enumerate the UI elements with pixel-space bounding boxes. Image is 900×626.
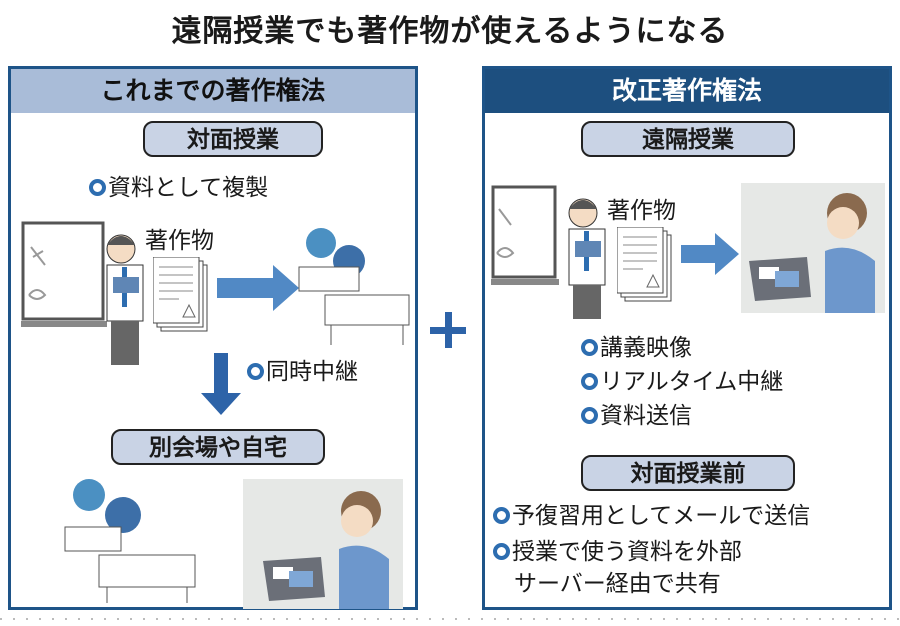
revised-copyright-law-panel: 改正著作権法 遠隔授業 著作物 講義映像 リアルタイム中継 資料送 (482, 66, 892, 610)
bullet-material-transmission: 資料送信 (581, 401, 692, 431)
infographic-title: 遠隔授業でも著作物が使えるようになる (171, 14, 729, 49)
arrow-right-icon (217, 265, 299, 311)
bullet-text: 資料として複製 (108, 175, 269, 201)
panel-header-revised-law: 改正著作権法 (485, 69, 889, 113)
bullet-email-review: 予復習用としてメールで送信 (493, 501, 810, 531)
document-stack-icon (153, 257, 208, 332)
panel-header-old-law: これまでの著作権法 (11, 69, 415, 113)
bullet-external-server-share-cont: サーバー経由で共有 (514, 571, 721, 597)
circle-ok-icon (247, 363, 264, 380)
section-before-face-to-face: 対面授業前 (581, 455, 795, 491)
old-copyright-law-panel: これまでの著作権法 対面授業 資料として複製 著作物 (8, 66, 418, 610)
circle-ok-icon (493, 543, 510, 560)
dotted-divider (0, 618, 900, 620)
bullet-text: リアルタイム中継 (600, 369, 784, 395)
circle-ok-icon (581, 373, 598, 390)
bullet-realtime-broadcast: リアルタイム中継 (581, 367, 783, 397)
bullet-simultaneous-broadcast: 同時中継 (247, 357, 358, 387)
circle-ok-icon (581, 339, 598, 356)
plus-icon (430, 312, 466, 348)
bullet-lecture-video: 講義映像 (581, 333, 692, 363)
circle-ok-icon (89, 179, 106, 196)
students-classroom-illustration (298, 228, 410, 345)
section-face-to-face: 対面授業 (143, 121, 323, 157)
bullet-text: 同時中継 (266, 359, 358, 385)
teacher-whiteboard-illustration (491, 185, 606, 319)
bullet-text: 資料送信 (600, 403, 692, 429)
circle-ok-icon (493, 507, 510, 524)
remote-laptop-user-illustration (741, 183, 885, 313)
arrow-down-icon (201, 353, 241, 415)
bullet-text: 講義映像 (600, 335, 692, 361)
bullet-text: 授業で使う資料を外部 (512, 539, 742, 565)
bullet-text: 予復習用としてメールで送信 (512, 503, 811, 529)
works-label: 著作物 (607, 198, 676, 224)
arrow-right-icon (681, 233, 739, 275)
bullet-copy-as-material: 資料として複製 (89, 173, 268, 203)
circle-ok-icon (581, 407, 598, 424)
bullet-external-server-share: 授業で使う資料を外部 (493, 537, 742, 567)
students-remote-illustration (64, 479, 196, 603)
teacher-whiteboard-illustration (21, 221, 144, 365)
works-label: 著作物 (145, 228, 214, 254)
home-laptop-user-illustration (243, 479, 403, 609)
section-remote-class: 遠隔授業 (581, 121, 795, 157)
section-other-venue-home: 別会場や自宅 (111, 429, 325, 465)
document-stack-icon (617, 227, 672, 302)
